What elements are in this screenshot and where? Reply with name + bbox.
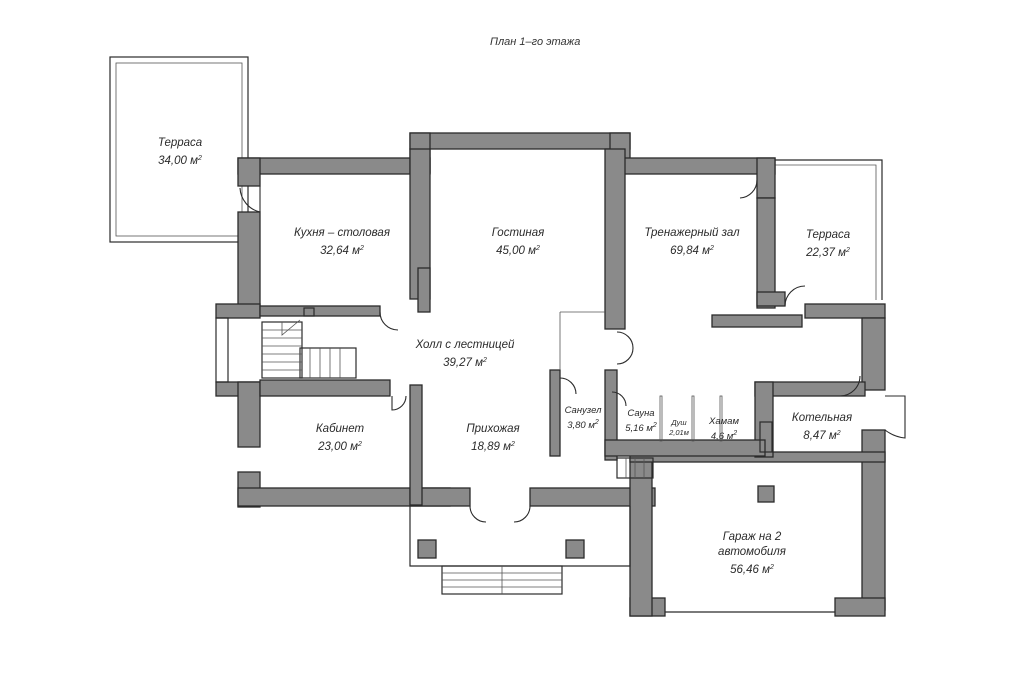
area-unit: м bbox=[762, 564, 770, 576]
room-label-terrace-left: Терраса 34,00 м2 bbox=[158, 136, 202, 169]
area-unit-power: 2 bbox=[510, 441, 515, 448]
room-area: 23,00 bbox=[318, 441, 347, 453]
room-name: Сауна bbox=[627, 408, 655, 419]
room-label-sauna: Сауна 5,16 м2 bbox=[625, 408, 657, 435]
area-unit-power: 2 bbox=[709, 245, 714, 252]
room-name: Гостиная bbox=[491, 227, 545, 239]
room-label-gym: Тренажерный зал 69,84 м2 bbox=[644, 226, 739, 259]
area-unit: м bbox=[702, 245, 710, 257]
room-area: 8,47 bbox=[803, 430, 826, 442]
terrace-left-outline bbox=[109, 56, 249, 243]
area-unit: м bbox=[726, 431, 734, 442]
room-name: Прихожая bbox=[466, 423, 520, 435]
area-unit: м bbox=[190, 155, 198, 167]
room-label-garage: Гараж на 2 автомобиля 56,46 м2 bbox=[692, 530, 812, 578]
room-name: Хамам bbox=[709, 416, 739, 427]
area-unit: м bbox=[838, 247, 846, 259]
area-unit-power: 2 bbox=[197, 155, 202, 162]
room-label-bathroom: Санузел 3,80 м2 bbox=[565, 405, 602, 432]
room-name: Тренажерный зал bbox=[644, 227, 740, 239]
room-name: Кабинет bbox=[315, 423, 365, 435]
area-unit-power: 2 bbox=[836, 430, 841, 437]
room-name: Гараж на 2 автомобиля bbox=[718, 531, 786, 558]
area-unit-power: 2 bbox=[359, 245, 364, 252]
area-unit: м bbox=[683, 428, 689, 437]
room-label-entry: Прихожая 18,89 м2 bbox=[466, 422, 519, 455]
area-unit: м bbox=[475, 357, 483, 369]
area-unit-power: 2 bbox=[652, 422, 657, 429]
doors bbox=[239, 179, 906, 523]
room-area: 22,37 bbox=[806, 247, 835, 259]
room-area: 34,00 bbox=[158, 155, 187, 167]
room-area: 69,84 bbox=[670, 245, 699, 257]
room-area: 18,89 bbox=[471, 441, 500, 453]
area-unit: м bbox=[828, 430, 837, 442]
room-area: 56,46 bbox=[730, 564, 759, 576]
area-unit-power: 2 bbox=[769, 564, 774, 571]
room-name: Холл с лестницей bbox=[415, 339, 515, 351]
room-name: Терраса bbox=[157, 137, 203, 149]
area-unit: м bbox=[352, 245, 360, 257]
room-label-shower: Душ 2,01м bbox=[669, 418, 689, 438]
entrance-porch bbox=[409, 506, 631, 595]
room-label-terrace-right: Терраса 22,37 м2 bbox=[806, 228, 850, 261]
room-area: 4,6 bbox=[710, 431, 725, 442]
room-area: 39,27 bbox=[443, 357, 472, 369]
room-name: Кухня – столовая bbox=[294, 227, 390, 239]
room-area: 32,64 bbox=[320, 245, 349, 257]
staircase bbox=[261, 319, 357, 379]
room-label-hammam: Хамам 4,6 м2 bbox=[709, 416, 739, 443]
room-area: 2,01 bbox=[669, 428, 684, 437]
room-label-hall: Холл с лестницей 39,27 м2 bbox=[416, 338, 515, 371]
room-label-boiler: Котельная 8,47 м2 bbox=[792, 411, 852, 444]
area-unit: м bbox=[646, 423, 653, 434]
room-area: 3,80 bbox=[567, 420, 586, 431]
hall-details bbox=[303, 307, 605, 370]
area-unit: м bbox=[528, 245, 536, 257]
area-unit: м bbox=[588, 420, 595, 431]
area-unit-power: 2 bbox=[482, 357, 487, 364]
room-area: 5,16 bbox=[625, 423, 644, 434]
room-label-living: Гостиная 45,00 м2 bbox=[492, 226, 545, 259]
garage-details bbox=[616, 421, 835, 613]
room-name: Котельная bbox=[791, 412, 853, 424]
interior-walls bbox=[259, 148, 866, 506]
plan-title: План 1–го этажа bbox=[490, 36, 581, 48]
room-label-office: Кабинет 23,00 м2 bbox=[316, 422, 364, 455]
area-unit-power: 2 bbox=[733, 430, 738, 437]
room-label-kitchen: Кухня – столовая 32,64 м2 bbox=[294, 226, 390, 259]
room-name: Санузел bbox=[564, 405, 602, 416]
room-area: 45,00 bbox=[496, 245, 525, 257]
area-unit: м bbox=[503, 441, 511, 453]
room-name: Душ bbox=[671, 418, 687, 427]
area-unit-power: 2 bbox=[845, 247, 850, 254]
area-unit-power: 2 bbox=[357, 441, 362, 448]
room-name: Терраса bbox=[805, 229, 851, 241]
area-unit-power: 2 bbox=[594, 419, 599, 426]
area-unit: м bbox=[350, 441, 358, 453]
area-unit-power: 2 bbox=[535, 245, 540, 252]
